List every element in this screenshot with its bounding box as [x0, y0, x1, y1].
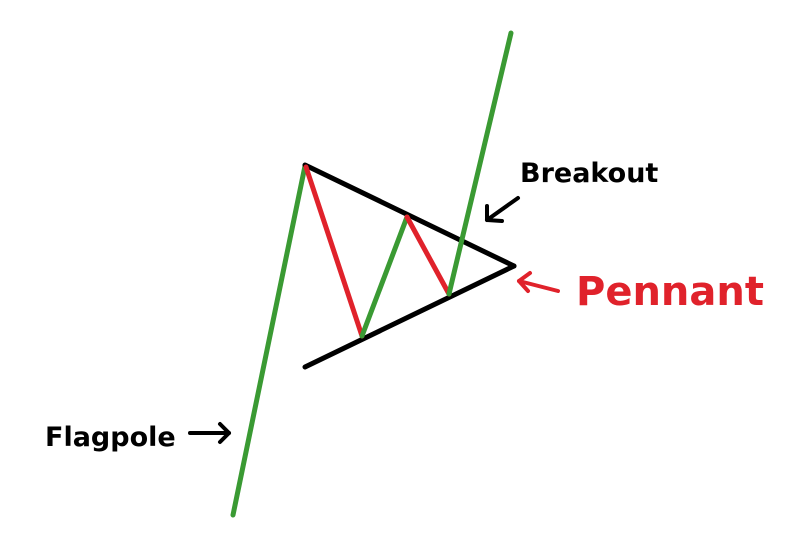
down-swing-2: [404, 214, 452, 297]
down-swing-1: [303, 164, 365, 339]
pennant-upper-boundary: [302, 162, 517, 269]
pennant-label: Pennant: [576, 269, 764, 315]
breakout-arrow: [485, 196, 520, 223]
up-swing-1: [359, 214, 410, 339]
breakout-line: [446, 30, 514, 297]
flagpole-arrow: [188, 422, 231, 444]
breakout-label: Breakout: [520, 158, 658, 189]
pennant-lower-boundary: [302, 263, 517, 370]
pennant-arrow: [517, 271, 560, 293]
flagpole-line: [230, 163, 308, 518]
flagpole-label: Flagpole: [45, 422, 176, 453]
